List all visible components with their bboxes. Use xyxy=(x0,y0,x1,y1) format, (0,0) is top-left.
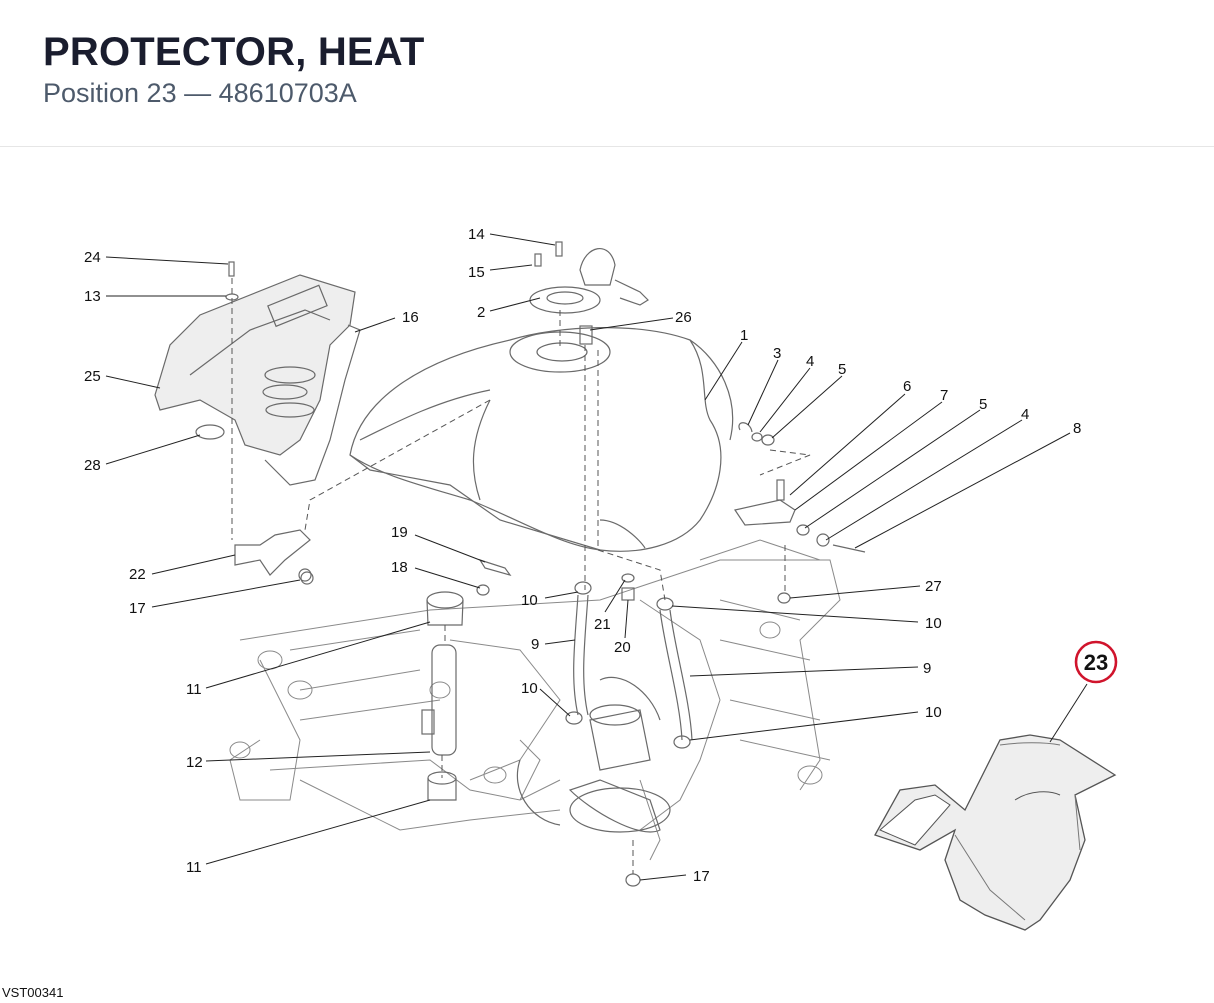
callout-4: 4 xyxy=(806,353,814,370)
heat-protector-part xyxy=(874,734,1117,931)
callout-labels: 24 13 25 28 22 17 14 15 2 26 16 1 3 4 5 … xyxy=(84,226,1081,885)
callout-21: 21 xyxy=(594,616,611,633)
separator: — xyxy=(184,78,212,108)
callout-16: 16 xyxy=(402,309,419,326)
highlight-label: 23 xyxy=(1084,650,1108,675)
callout-10: 10 xyxy=(521,592,538,609)
callout-24: 24 xyxy=(84,249,101,266)
callout-26: 26 xyxy=(675,309,692,326)
part-number: 48610703A xyxy=(218,78,357,108)
callout-2: 2 xyxy=(477,304,485,321)
page-header: PROTECTOR, HEAT Position 23 — 48610703A xyxy=(0,0,1214,147)
callout-13: 13 xyxy=(84,288,101,305)
callout-12: 12 xyxy=(186,754,203,771)
highlight-callout-23[interactable]: 23 xyxy=(1074,640,1118,684)
hardware-bolts xyxy=(734,422,866,604)
callout-18: 18 xyxy=(391,559,408,576)
drawing-code: VST00341 xyxy=(2,985,64,1000)
callout-15: 15 xyxy=(468,264,485,281)
callout-6: 6 xyxy=(903,378,911,395)
assembly-lines xyxy=(231,278,811,874)
callout-4b: 4 xyxy=(1021,406,1029,423)
highlight-circle xyxy=(1074,640,1118,684)
frame-drawing xyxy=(229,539,841,861)
callout-5: 5 xyxy=(838,361,846,378)
callout-17: 17 xyxy=(129,600,146,617)
callout-7: 7 xyxy=(940,387,948,404)
page-title: PROTECTOR, HEAT xyxy=(43,30,425,74)
callout-11: 11 xyxy=(186,681,202,698)
bracket xyxy=(234,529,312,582)
callout-10d: 10 xyxy=(925,704,942,721)
callout-14: 14 xyxy=(468,226,485,243)
callout-9b: 9 xyxy=(923,660,931,677)
callout-5b: 5 xyxy=(979,396,987,413)
callout-22: 22 xyxy=(129,566,146,583)
callout-1: 1 xyxy=(740,327,748,344)
callout-3: 3 xyxy=(773,345,781,362)
callout-10b: 10 xyxy=(925,615,942,632)
position-label: Position 23 xyxy=(43,78,177,108)
leader-lines xyxy=(105,233,1088,881)
callout-10c: 10 xyxy=(521,680,538,697)
fuel-cap xyxy=(529,241,649,345)
callout-19: 19 xyxy=(391,524,408,541)
callout-11b: 11 xyxy=(186,859,202,876)
callout-17b: 17 xyxy=(693,868,710,885)
callout-25: 25 xyxy=(84,368,101,385)
fuel-pump xyxy=(516,676,671,887)
callout-8: 8 xyxy=(1073,420,1081,437)
callout-27: 27 xyxy=(925,578,942,595)
fuel-hoses xyxy=(565,581,693,749)
page-subtitle: Position 23 — 48610703A xyxy=(43,78,357,109)
callout-20: 20 xyxy=(614,639,631,656)
callout-9: 9 xyxy=(531,636,539,653)
callout-28: 28 xyxy=(84,457,101,474)
fuel-tank xyxy=(349,327,734,552)
top-cover xyxy=(154,261,361,486)
